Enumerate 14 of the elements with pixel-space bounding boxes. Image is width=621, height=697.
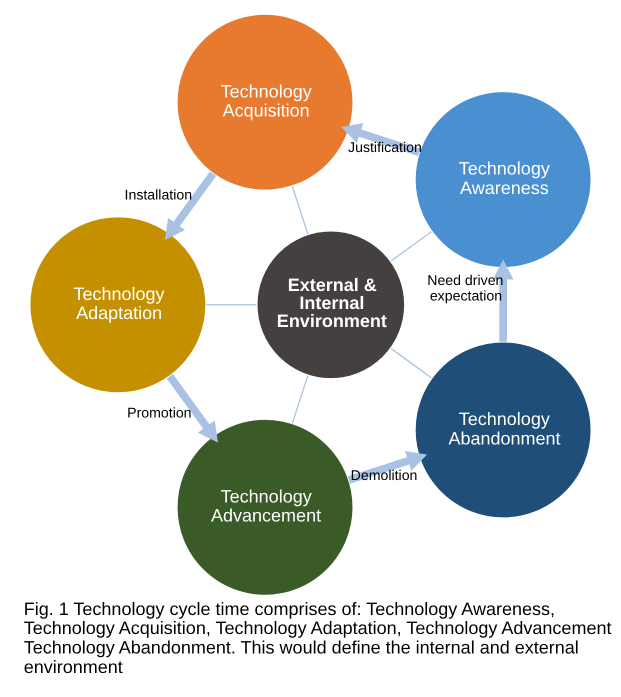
arrow bbox=[348, 450, 428, 484]
arrow bbox=[492, 260, 514, 342]
connector bbox=[390, 348, 432, 378]
arrow bbox=[341, 123, 420, 156]
arrow bbox=[164, 171, 216, 240]
connector bbox=[292, 186, 308, 234]
connector bbox=[292, 375, 308, 424]
edge-label: Promotion bbox=[127, 404, 192, 420]
node-circle: External & Internal Environment bbox=[256, 230, 406, 380]
edge-label: Need driven expectation bbox=[427, 272, 504, 304]
connector bbox=[206, 304, 256, 306]
caption: Fig. 1 Technology cycle time comprises of: Technology Awareness, Technology Acquisition, Technology Adaptation, Technology Advancement, Technology Abandonment. This would define the internal and external environment bbox=[24, 598, 616, 677]
connector bbox=[390, 231, 432, 262]
arrow bbox=[166, 374, 218, 443]
